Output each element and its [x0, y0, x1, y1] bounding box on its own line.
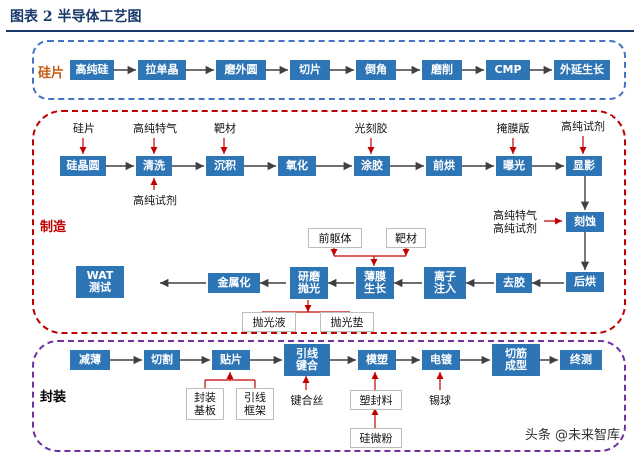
mfg-step-etch: 刻蚀: [566, 212, 604, 232]
pkg-step-thin: 减薄: [70, 350, 110, 370]
input-tin-ball: 锡球: [420, 390, 460, 410]
mfg-step-wat: WAT 测试: [76, 266, 124, 298]
manufacturing-label: 制造: [40, 220, 67, 235]
mfg-step-wafer: 硅晶圆: [60, 156, 106, 176]
input-bond-wire: 键合丝: [284, 390, 330, 410]
mfg-step-polish: 研磨 抛光: [290, 267, 328, 299]
input-slurry: 抛光液: [242, 312, 296, 332]
silicon-section: [32, 40, 626, 100]
input-etch-chemicals: 高纯特气 高纯试剂: [486, 206, 544, 238]
input-clean-gas: 高纯特气: [128, 118, 182, 138]
input-mask: 掩膜版: [490, 118, 536, 138]
silicon-step-2: 拉单晶: [138, 60, 186, 80]
pkg-step-plate: 电镀: [422, 350, 460, 370]
silicon-step-1: 高纯硅: [70, 60, 114, 80]
silicon-label: 硅片: [38, 66, 65, 81]
mfg-step-film: 薄膜 生长: [356, 267, 394, 299]
mfg-step-oxidize: 氧化: [278, 156, 316, 176]
input-target: 靶材: [206, 118, 244, 138]
mfg-step-implant: 离子 注入: [424, 267, 466, 299]
pkg-step-final-test: 终测: [560, 350, 602, 370]
pkg-step-attach: 贴片: [212, 350, 250, 370]
watermark: 头条 @未来智库: [524, 428, 620, 443]
input-silica: 硅微粉: [350, 428, 402, 448]
input-substrate: 封装 基板: [186, 388, 224, 420]
mfg-step-prebake: 前烘: [426, 156, 462, 176]
silicon-step-3: 磨外圆: [216, 60, 266, 80]
input-precursor: 前躯体: [308, 228, 362, 248]
mfg-step-expose: 曝光: [496, 156, 532, 176]
input-reagent: 高纯试剂: [554, 116, 612, 136]
title-rule: [6, 30, 634, 32]
silicon-step-4: 切片: [290, 60, 330, 80]
pkg-step-bond: 引线 键合: [284, 344, 330, 376]
mfg-step-deposit: 沉积: [206, 156, 244, 176]
silicon-step-6: 磨削: [422, 60, 462, 80]
silicon-step-5: 倒角: [356, 60, 396, 80]
input-clean-reagent: 高纯试剂: [126, 190, 184, 210]
mfg-step-develop: 显影: [566, 156, 602, 176]
manufacturing-section: [32, 110, 626, 334]
input-film-target: 靶材: [386, 228, 426, 248]
input-lead-frame: 引线 框架: [236, 388, 274, 420]
input-wafer: 硅片: [64, 118, 104, 138]
pkg-step-mold: 模塑: [358, 350, 396, 370]
mfg-step-metallize: 金属化: [208, 273, 260, 293]
mfg-step-strip: 去胶: [496, 273, 532, 293]
packaging-label: 封装: [40, 390, 67, 405]
figure-title: 图表 2 半导体工艺图: [10, 9, 142, 25]
packaging-section: [32, 340, 626, 452]
mfg-step-clean: 清洗: [136, 156, 172, 176]
silicon-step-7: CMP: [486, 60, 530, 80]
input-pad: 抛光垫: [320, 312, 374, 332]
input-photoresist: 光刻胶: [346, 118, 396, 138]
pkg-step-trim: 切筋 成型: [492, 344, 540, 376]
input-molding-compound: 塑封料: [350, 390, 402, 410]
mfg-step-postbake: 后烘: [566, 272, 604, 292]
mfg-step-coat: 涂胶: [354, 156, 390, 176]
silicon-step-8: 外延生长: [554, 60, 610, 80]
pkg-step-dice: 切割: [144, 350, 180, 370]
